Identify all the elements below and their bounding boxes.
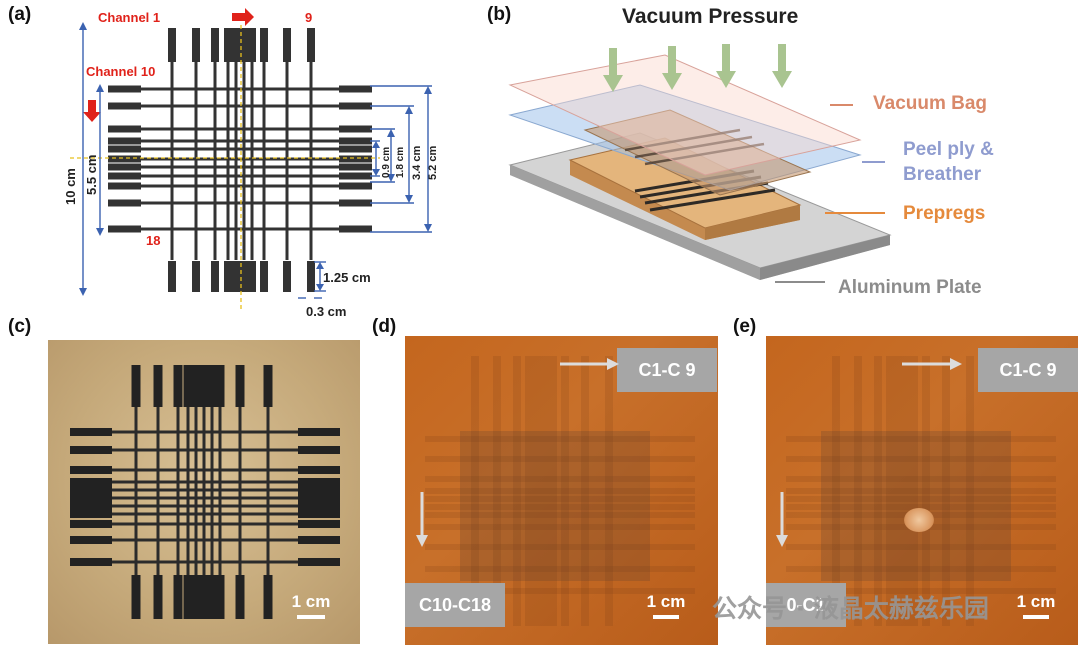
dim-0-9cm: 0.9 cm: [381, 147, 392, 178]
tag-c1-c9-e: C1-C 9: [978, 348, 1078, 392]
dim-5-5cm: 5.5 cm: [84, 155, 99, 195]
scale-bar-d: 1 cm: [640, 592, 692, 619]
tag-c1-c9-d: C1-C 9: [617, 348, 717, 392]
channel-arrow-right-icon: [232, 8, 254, 26]
dim-0-3cm: 0.3 cm: [306, 304, 346, 319]
scale-text-d: 1 cm: [646, 592, 686, 611]
panel-e-label: (e): [733, 316, 757, 337]
channel-10-label: Channel 10: [86, 64, 156, 79]
scale-text-c: 1 cm: [291, 592, 331, 611]
channel-9-label: 9: [305, 10, 313, 25]
tag-c10-c18-e: 0-C1: [766, 583, 846, 627]
dim-10cm: 10 cm: [63, 168, 78, 205]
panel-d-label: (d): [372, 316, 397, 337]
channel-18-label: 18: [146, 233, 161, 248]
aluminum-plate-label: Aluminum Plate: [838, 277, 982, 298]
panel-a-label: (a): [8, 4, 32, 25]
dim-3-4cm: 3.4 cm: [411, 146, 423, 180]
fabricated-electrode-photo: [48, 340, 360, 644]
dim-5-2cm: 5.2 cm: [427, 146, 439, 180]
arrow-right-icon-d: [607, 358, 619, 370]
arrow-right-icon-e: [950, 358, 962, 370]
layup-diagram: [508, 44, 892, 283]
dim-1-25cm: 1.25 cm: [323, 270, 371, 285]
watermark: 公众号 · 液晶太赫兹乐园: [712, 594, 989, 623]
electrode-schematic: 10 cm 5.5 cm 0.9 cm 1.8 cm 3.4 cm 5.2 cm…: [63, 8, 439, 319]
vacuum-bag-label: Vacuum Bag: [873, 93, 988, 114]
dim-1-8cm: 1.8 cm: [395, 147, 406, 178]
scale-bar-c: 1 cm: [285, 592, 337, 619]
channel-arrow-down-icon: [83, 100, 101, 122]
breather-label: Breather: [903, 164, 982, 185]
arrow-down-icon-e: [776, 535, 788, 547]
panel-c-label: (c): [8, 316, 32, 337]
channel-1-label: Channel 1: [98, 10, 161, 25]
scale-text-e: 1 cm: [1016, 592, 1056, 611]
vacuum-pressure-title: Vacuum Pressure: [622, 5, 799, 28]
scale-bar-e: 1 cm: [1010, 592, 1062, 619]
prepregs-label: Prepregs: [903, 203, 986, 224]
arrow-down-icon-d: [416, 535, 428, 547]
peel-ply-label: Peel ply &: [903, 139, 994, 160]
panel-b-label: (b): [487, 4, 512, 25]
tag-c10-c18-d: C10-C18: [405, 583, 505, 627]
